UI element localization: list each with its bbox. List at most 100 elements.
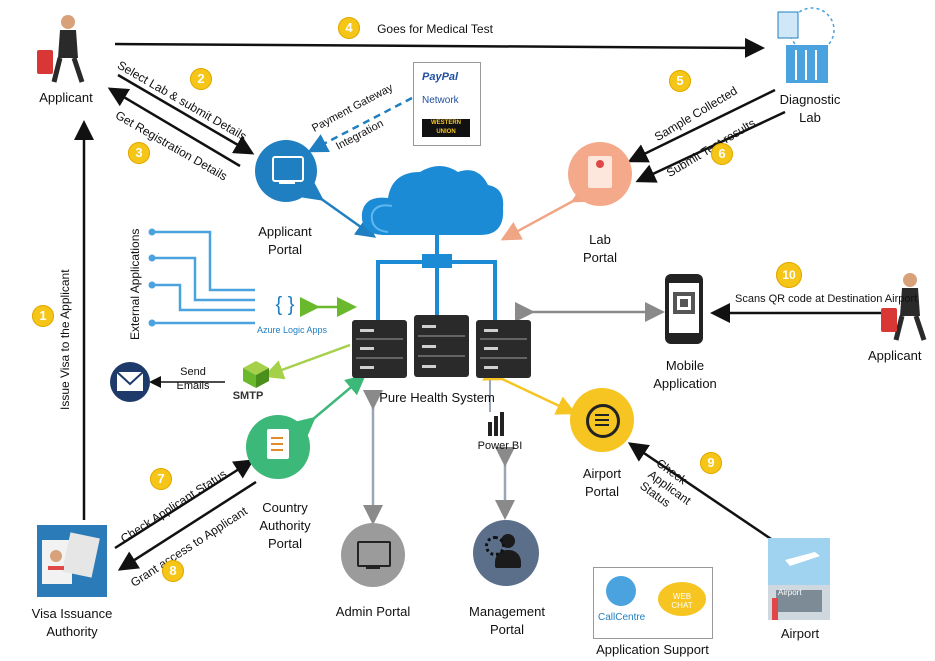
red-cross-icon xyxy=(596,160,604,168)
applicant-right-icon xyxy=(881,273,927,341)
call-centre-icon xyxy=(606,576,636,606)
external-apps-label: External Applications xyxy=(128,228,142,340)
power-bi-label: Power BI xyxy=(477,440,523,452)
mobile-app-label-2: Application xyxy=(653,376,717,391)
lab-portal-circle[interactable] xyxy=(568,142,632,206)
arrow-payment-gateway xyxy=(307,96,413,153)
call-centre-logo: CallCentre xyxy=(598,612,646,623)
country-authority-label-1: Country xyxy=(262,500,308,515)
server-rack-icons xyxy=(352,315,531,378)
network-tree xyxy=(376,235,497,320)
airport-sign-text: Airport xyxy=(778,588,802,597)
email-envelope-icon xyxy=(110,362,150,402)
applicant-portal-circle[interactable] xyxy=(255,140,317,202)
management-portal-label-2: Portal xyxy=(490,622,524,637)
western-union-logo: WESTERN UNION xyxy=(422,119,470,137)
clipboard-lines xyxy=(271,437,283,439)
airport-portal-circle[interactable] xyxy=(570,388,634,452)
cloud-icon xyxy=(361,166,504,235)
arrow-submit-results xyxy=(635,110,786,183)
step-9-badge: 9 xyxy=(700,452,722,474)
step-2-badge: 2 xyxy=(190,68,212,90)
step-8-badge: 8 xyxy=(162,560,184,582)
checklist-icon xyxy=(586,404,620,438)
diagnostic-lab-label-1: Diagnostic xyxy=(779,92,841,107)
airport-portal-label-2: Portal xyxy=(585,484,619,499)
web-chat-logo: WEB CHAT xyxy=(671,592,693,610)
mobile-app-label-1: Mobile xyxy=(665,358,705,373)
manager-body xyxy=(495,550,521,568)
external-apps-dots xyxy=(148,228,156,327)
paypal-logo: PayPal xyxy=(422,71,459,83)
network-logo: Network xyxy=(422,95,459,106)
step-4-badge: 4 xyxy=(338,17,360,39)
step-10-badge: 10 xyxy=(776,262,802,288)
smtp-label: SMTP xyxy=(232,390,264,402)
application-support-logos: CallCentre WEB CHAT xyxy=(593,567,713,639)
airport-label: Airport xyxy=(780,626,820,641)
arrow-grant-access xyxy=(117,480,257,571)
arrow-goes-for-medical-test xyxy=(114,37,765,58)
applicant-top-icon xyxy=(37,15,85,83)
visa-authority-label-2: Authority xyxy=(46,624,98,639)
arrow-check-status-airport xyxy=(627,442,781,547)
arrow-check-status-country xyxy=(114,459,255,550)
azure-logic-apps-icon: { } xyxy=(275,294,295,316)
country-authority-label-3: Portal xyxy=(268,536,302,551)
step-3-badge: 3 xyxy=(128,142,150,164)
lab-portal-label-1: Lab xyxy=(589,232,611,247)
power-bi-icon xyxy=(488,412,504,436)
link-smtp xyxy=(263,343,351,380)
pure-health-label: Pure Health System xyxy=(379,390,495,405)
step-1-text: Issue Visa to the Applicant xyxy=(58,269,72,410)
tablet-base xyxy=(279,181,295,184)
applicant-portal-label-1: Applicant xyxy=(258,224,312,239)
step-5-badge: 5 xyxy=(669,70,691,92)
network-hub xyxy=(422,254,452,268)
tablet-icon xyxy=(272,156,304,182)
link-country-portal xyxy=(294,374,366,438)
step-10-text: Scans QR code at Destination Airport xyxy=(735,293,918,305)
link-airport-portal xyxy=(482,362,577,415)
send-emails-label-1: Send xyxy=(180,366,206,378)
checklist-lines xyxy=(595,414,609,416)
country-authority-label-2: Authority xyxy=(259,518,311,533)
airport-portal-label-1: Airport xyxy=(582,466,622,481)
link-lab-portal xyxy=(500,184,593,241)
step-7-badge: 7 xyxy=(150,468,172,490)
smtp-cube-icon xyxy=(243,361,269,388)
applicant-right-label: Applicant xyxy=(868,348,922,363)
clipboard-icon xyxy=(267,429,289,459)
monitor-stand xyxy=(366,566,380,569)
arrow-select-lab xyxy=(117,73,255,155)
web-chat-icon xyxy=(658,582,706,616)
applicant-portal-label-2: Portal xyxy=(268,242,302,257)
mobile-phone-icon xyxy=(665,274,703,344)
payment-logos-box: PayPal Network WESTERN UNION xyxy=(413,62,481,146)
applicant-top-label: Applicant xyxy=(39,90,93,105)
send-emails-label-2: Emails xyxy=(176,380,210,392)
external-apps-connectors xyxy=(155,230,255,325)
visa-authority-icon xyxy=(37,525,107,597)
diagnostic-lab-label-2: Lab xyxy=(799,110,821,125)
arrow-get-registration xyxy=(107,87,241,168)
management-portal-circle[interactable] xyxy=(473,520,539,586)
admin-portal-label: Admin Portal xyxy=(335,604,411,619)
monitor-gear-icon xyxy=(357,541,391,567)
step-6-badge: 6 xyxy=(711,143,733,165)
link-applicant-portal xyxy=(301,181,377,238)
step-4-text: Goes for Medical Test xyxy=(377,22,493,36)
arrow-sample-collected xyxy=(627,88,776,163)
step-1-badge: 1 xyxy=(32,305,54,327)
app-support-label: Application Support xyxy=(596,642,709,657)
diagnostic-lab-icon xyxy=(777,7,835,83)
visa-authority-label-1: Visa Issuance xyxy=(31,606,113,621)
country-authority-portal-circle[interactable] xyxy=(246,415,310,479)
lab-portal-label-2: Portal xyxy=(583,250,617,265)
azure-logic-apps-label: Azure Logic Apps xyxy=(256,325,328,335)
admin-portal-circle[interactable] xyxy=(341,523,405,587)
management-portal-label-1: Management xyxy=(469,604,545,619)
airport-icon xyxy=(768,538,830,620)
